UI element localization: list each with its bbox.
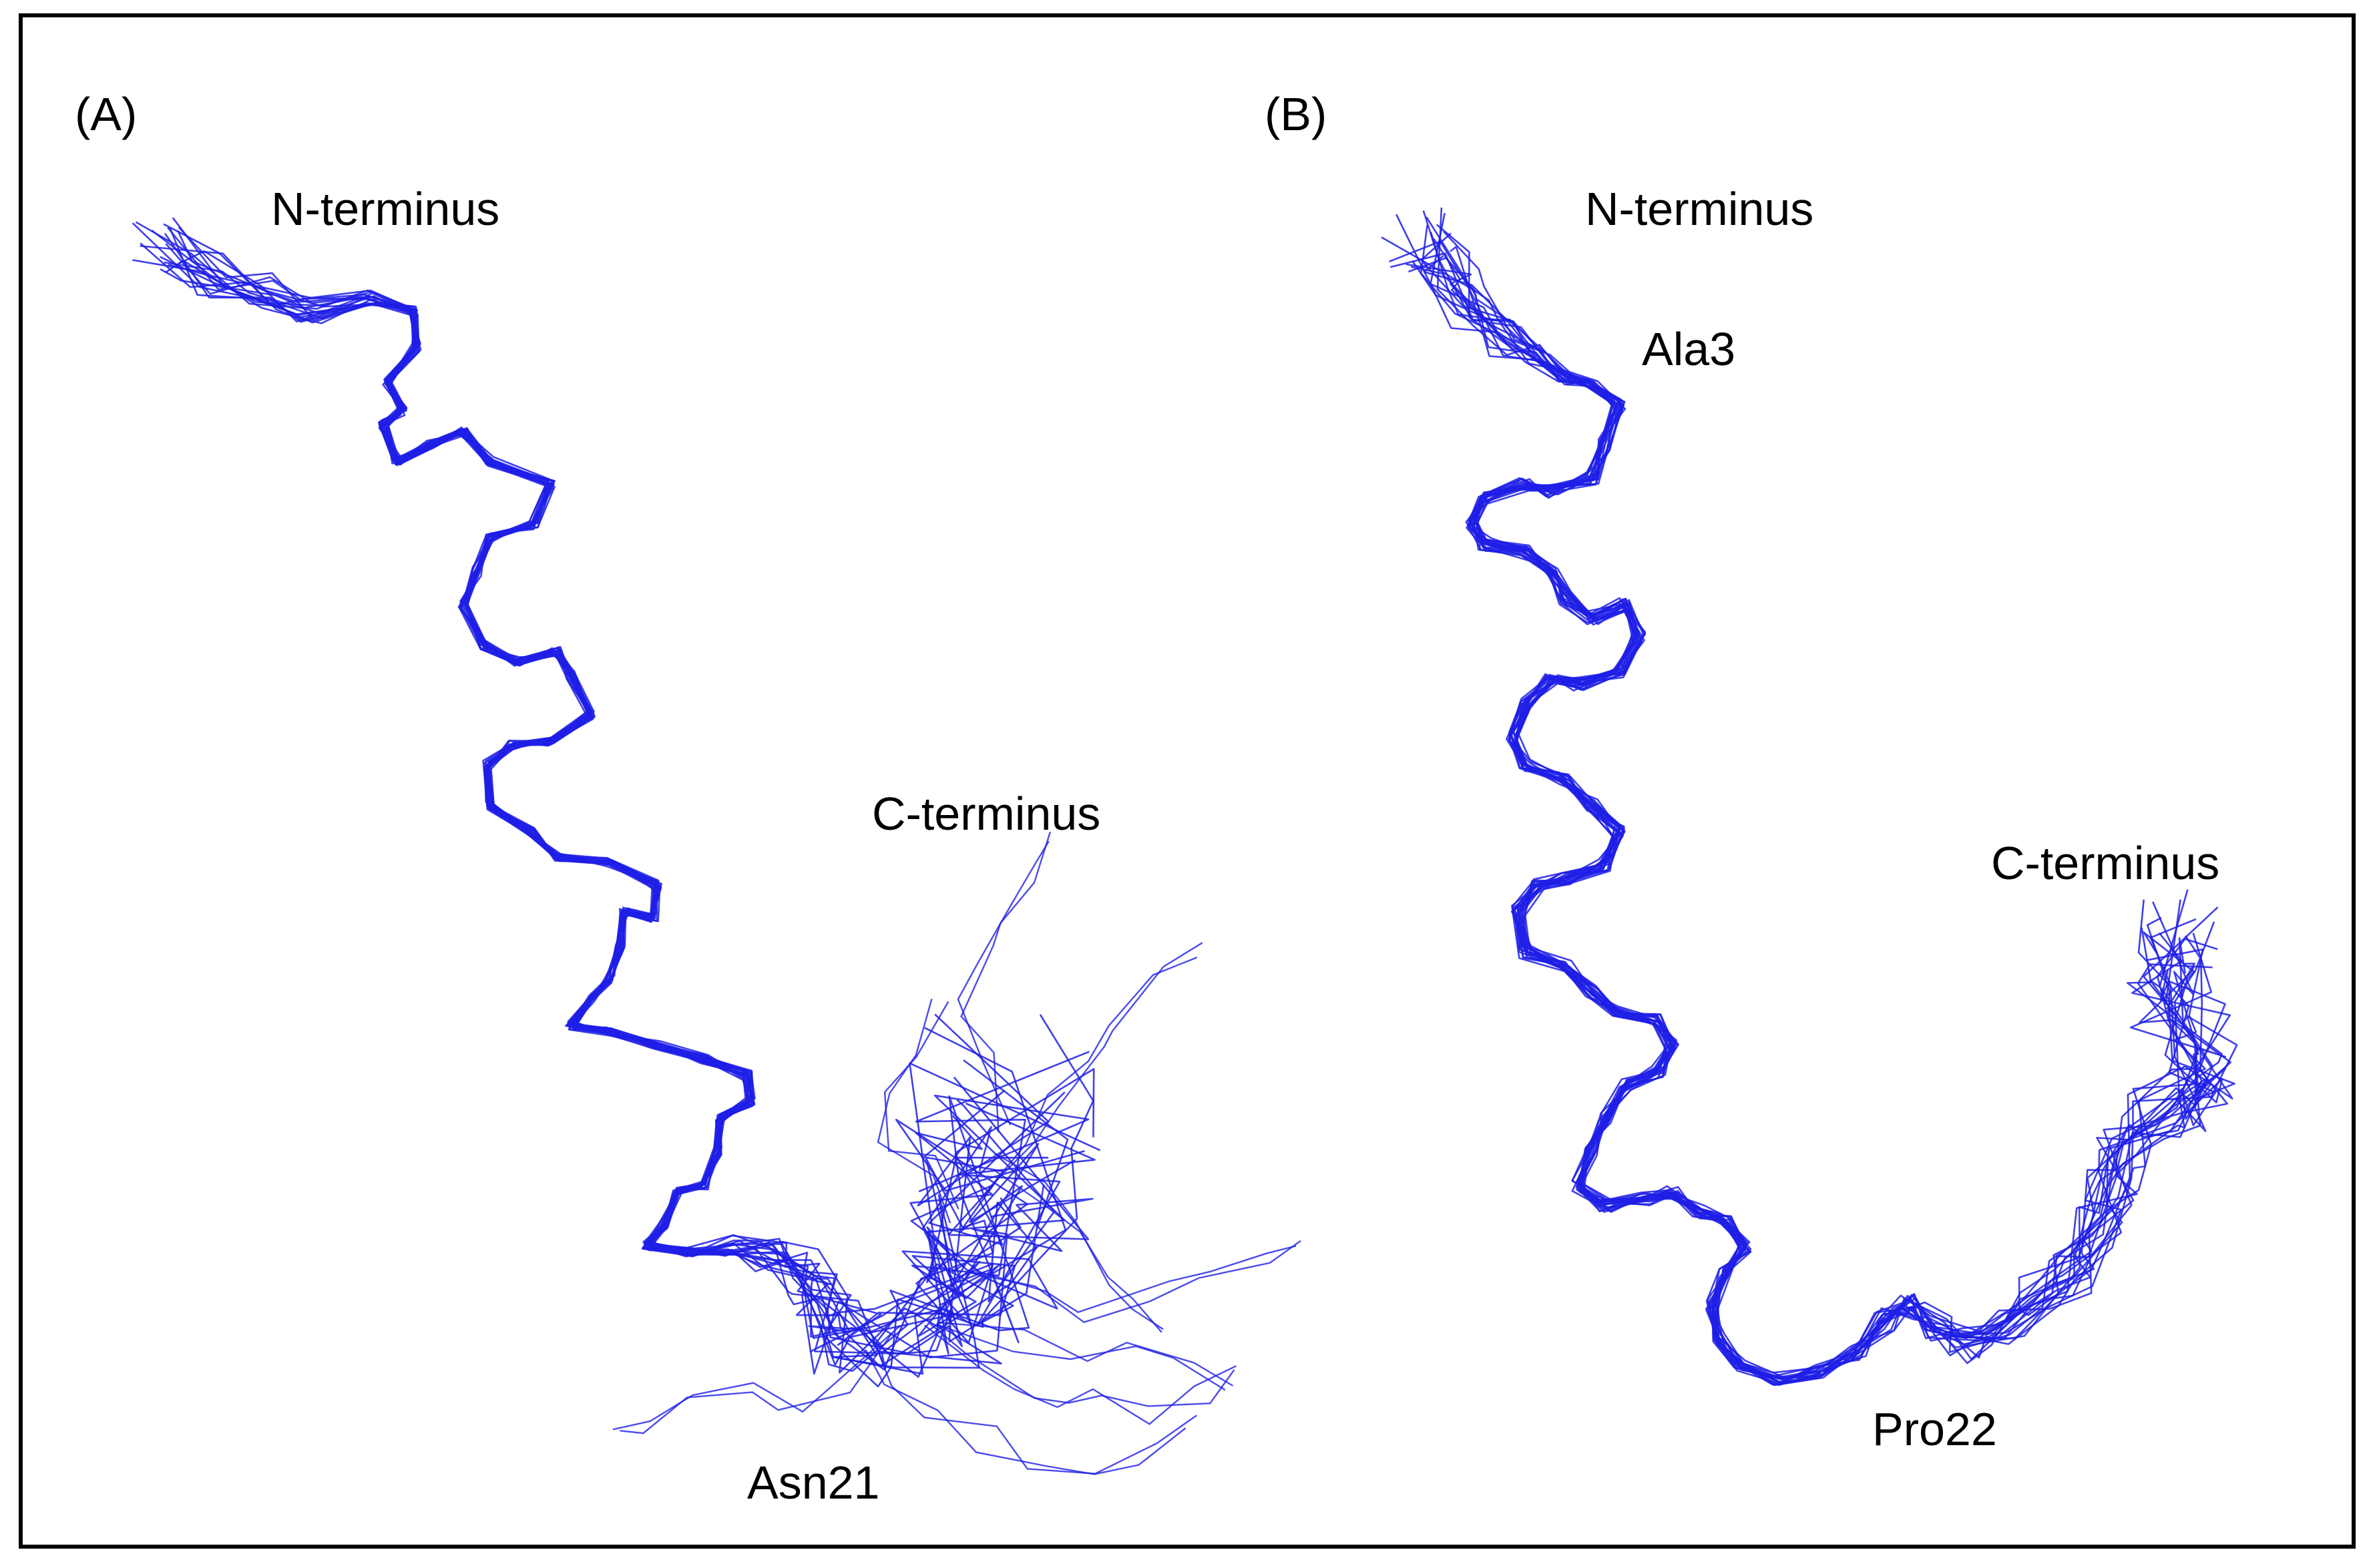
panel-a-c-terminus-label: C-terminus xyxy=(872,788,1101,840)
backbone-trace xyxy=(937,1324,1226,1391)
backbone-trace xyxy=(929,1322,1235,1407)
backbone-trace xyxy=(957,840,1050,1125)
panel-a: (A) N-terminus C-terminus Asn21 xyxy=(23,17,1301,1545)
backbone-trace xyxy=(976,1245,1297,1314)
panel-b: (B) N-terminus Ala3 C-terminus Pro22 xyxy=(1191,17,2356,1545)
panel-b-c-terminus-label: C-terminus xyxy=(1991,837,2220,889)
panel-a-n-terminus-label: N-terminus xyxy=(271,183,500,235)
figure-frame: (A) N-terminus C-terminus Asn21 (B) N-te… xyxy=(19,13,2356,1549)
backbone-trace xyxy=(994,1169,1162,1333)
backbone-trace xyxy=(1410,266,2206,1380)
backbone-trace xyxy=(937,1321,1234,1387)
backbone-trace xyxy=(877,998,951,1224)
panel-b-pro22-label: Pro22 xyxy=(1872,1403,1997,1455)
backbone-trace xyxy=(1436,207,2217,1374)
backbone-trace xyxy=(1420,232,2235,1380)
backbone-trace xyxy=(865,1349,1186,1475)
backbone-trace xyxy=(994,1152,1164,1330)
backbone-trace xyxy=(923,1324,1237,1425)
backbone-trace xyxy=(132,222,994,1378)
backbone-trace xyxy=(1426,216,2213,1379)
backbone-trace xyxy=(883,1001,959,1210)
panel-b-backbone-ensemble xyxy=(1381,207,2238,1386)
backbone-trace xyxy=(980,957,1198,1200)
backbone-trace xyxy=(177,230,1096,1346)
panel-b-ala3-label: Ala3 xyxy=(1642,323,1736,375)
backbone-trace xyxy=(620,1332,893,1434)
panel-b-n-terminus-label: N-terminus xyxy=(1585,183,1814,235)
backbone-trace xyxy=(1405,263,2223,1384)
panel-a-asn21-label: Asn21 xyxy=(747,1457,880,1509)
backbone-trace xyxy=(1430,212,2226,1386)
backbone-trace xyxy=(988,942,1203,1189)
backbone-trace xyxy=(612,1325,901,1430)
panel-b-id: (B) xyxy=(1265,88,1327,140)
panel-a-backbone-ensemble xyxy=(132,217,1301,1475)
backbone-trace xyxy=(960,831,1052,1133)
backbone-trace xyxy=(1450,246,2206,1383)
backbone-trace xyxy=(167,226,1085,1344)
backbone-trace xyxy=(1381,236,2218,1386)
backbone-trace xyxy=(969,1240,1301,1324)
panel-a-id: (A) xyxy=(75,88,138,140)
